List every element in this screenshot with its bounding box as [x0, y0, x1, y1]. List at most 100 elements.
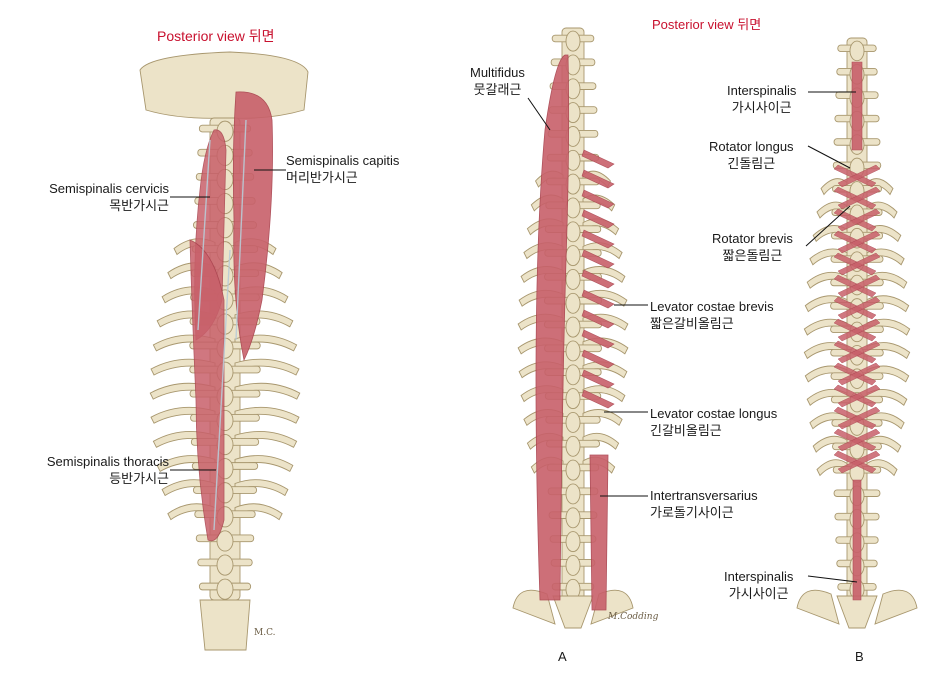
spinous-process [216, 530, 234, 552]
levator-costae-slip [581, 289, 615, 309]
levator-costae-slip [581, 349, 615, 369]
spinous-process [565, 221, 581, 243]
interspinalis-lumbar-muscle [852, 479, 862, 601]
levator-costae-slip [581, 169, 615, 189]
label-en: Interspinalis [724, 569, 794, 584]
spinous-process [565, 292, 581, 314]
tendon-strands [197, 119, 247, 531]
label-ko: 긴돌림근 [727, 156, 776, 171]
spinous-process [216, 554, 234, 576]
levator-costae-slip [581, 249, 615, 269]
spinous-process [565, 197, 581, 219]
rotator-muscle-slip [837, 274, 881, 298]
levator-costae-slip [581, 189, 615, 209]
spinous-process [216, 578, 234, 600]
right-signature: M.Codding [608, 612, 659, 622]
rotator-muscle-slip [837, 406, 881, 430]
levator-costae-slip [581, 229, 615, 249]
rotator-muscle-slip [837, 252, 881, 276]
iliac-crest-right [874, 589, 918, 625]
levator-costae-slip [581, 389, 615, 409]
sacrum [836, 595, 878, 629]
label-en: Levator costae brevis [650, 299, 774, 314]
label-rotator-longus: Rotator longus 긴돌림근 [709, 138, 794, 172]
spinous-process [565, 483, 581, 505]
levator-costae-slip [581, 329, 615, 349]
label-multifidus: Multifidus 뭇갈래근 [470, 64, 525, 98]
spinous-process [565, 245, 581, 267]
left-spine-illustration [139, 51, 309, 651]
leader-lines [170, 91, 858, 583]
spine-a-illustration [512, 27, 634, 629]
label-interspinalis-top: Interspinalis 가시사이근 [727, 82, 796, 116]
label-levator-costae-longus: Levator costae longus 긴갈비올림근 [650, 405, 777, 439]
spinous-process [565, 435, 581, 457]
semispinalis-capitis-muscle [232, 91, 273, 362]
rotator-muscle-slip [837, 164, 881, 188]
label-en: Interspinalis [727, 83, 797, 98]
levator-costae-slip [581, 209, 615, 229]
rotator-muscle-slip [837, 208, 881, 232]
label-ko: 짧은돌림근 [722, 248, 783, 263]
rotator-muscle-slip [837, 318, 881, 342]
label-en: Semispinalis capitis [286, 153, 400, 168]
label-en: Rotator brevis [712, 231, 793, 246]
spinous-process [849, 40, 865, 62]
rotator-muscle-slip [837, 384, 881, 408]
spinous-process [565, 340, 581, 362]
rotator-muscle-slip [837, 230, 881, 254]
label-ko: 목반가시근 [109, 198, 169, 213]
rotator-muscle-slip [837, 186, 881, 210]
label-en: Semispinalis thoracis [46, 454, 169, 469]
leader-multifidus [527, 97, 551, 131]
spinous-process [565, 364, 581, 386]
label-en: Levator costae longus [650, 406, 778, 421]
spinous-process [565, 554, 581, 576]
rotator-muscle-slip [837, 428, 881, 452]
spinous-process [565, 388, 581, 410]
label-levator-costae-brevis: Levator costae brevis 짧은갈비올림근 [650, 298, 774, 332]
label-en: Semispinalis cervicis [49, 181, 169, 196]
interspinalis-cervical-muscle [851, 61, 863, 151]
label-ko: 등반가시근 [109, 471, 169, 486]
intertransversarius-muscle [589, 454, 609, 611]
panel-letter-b: B [855, 649, 864, 664]
rotator-muscle-slip [837, 362, 881, 386]
rotator-muscle-slip [837, 450, 881, 474]
label-intertransversarius: Intertransversarius 가로돌기사이근 [650, 487, 758, 521]
sacrum [199, 599, 251, 651]
label-interspinalis-bottom: Interspinalis 가시사이근 [724, 568, 793, 602]
spinous-process [565, 268, 581, 290]
levator-costae-slip [581, 369, 615, 389]
spinous-process [565, 531, 581, 553]
label-semispinalis-capitis: Semispinalis capitis 머리반가시근 [286, 152, 399, 186]
rotator-muscle-slip [837, 296, 881, 320]
label-ko: 긴갈비올림근 [650, 423, 722, 438]
label-en: Rotator longus [709, 139, 794, 154]
left-signature: M.C. [254, 628, 276, 638]
label-ko: 가시사이근 [728, 586, 789, 601]
leader-rotator-longus [807, 145, 851, 169]
spinous-process [565, 507, 581, 529]
spine-b-illustration [796, 37, 918, 629]
label-ko: 가로돌기사이근 [650, 505, 734, 520]
iliac-crest-left [796, 589, 840, 625]
leader-interspinalis-bottom [807, 575, 858, 583]
multifidus-muscle [535, 54, 570, 601]
levator-costae-slip [581, 269, 615, 289]
spinous-process [565, 459, 581, 481]
label-ko: 가시사이근 [731, 100, 792, 115]
label-semispinalis-thoracis: Semispinalis thoracis 등반가시근 [47, 453, 169, 487]
spinous-process [565, 30, 581, 52]
rotator-muscle-slip [837, 340, 881, 364]
sacrum [552, 595, 594, 629]
leader-rotator-brevis [805, 205, 851, 247]
label-semispinalis-cervicis: Semispinalis cervicis 목반가시근 [49, 180, 169, 214]
label-en: Multifidus [470, 65, 525, 80]
label-ko: 머리반가시근 [286, 170, 358, 185]
occipital-bone [139, 51, 309, 119]
left-panel-title: Posterior view 뒤면 [157, 28, 275, 44]
panel-letter-a: A [558, 649, 567, 664]
label-rotator-brevis: Rotator brevis 짧은돌림근 [712, 230, 793, 264]
